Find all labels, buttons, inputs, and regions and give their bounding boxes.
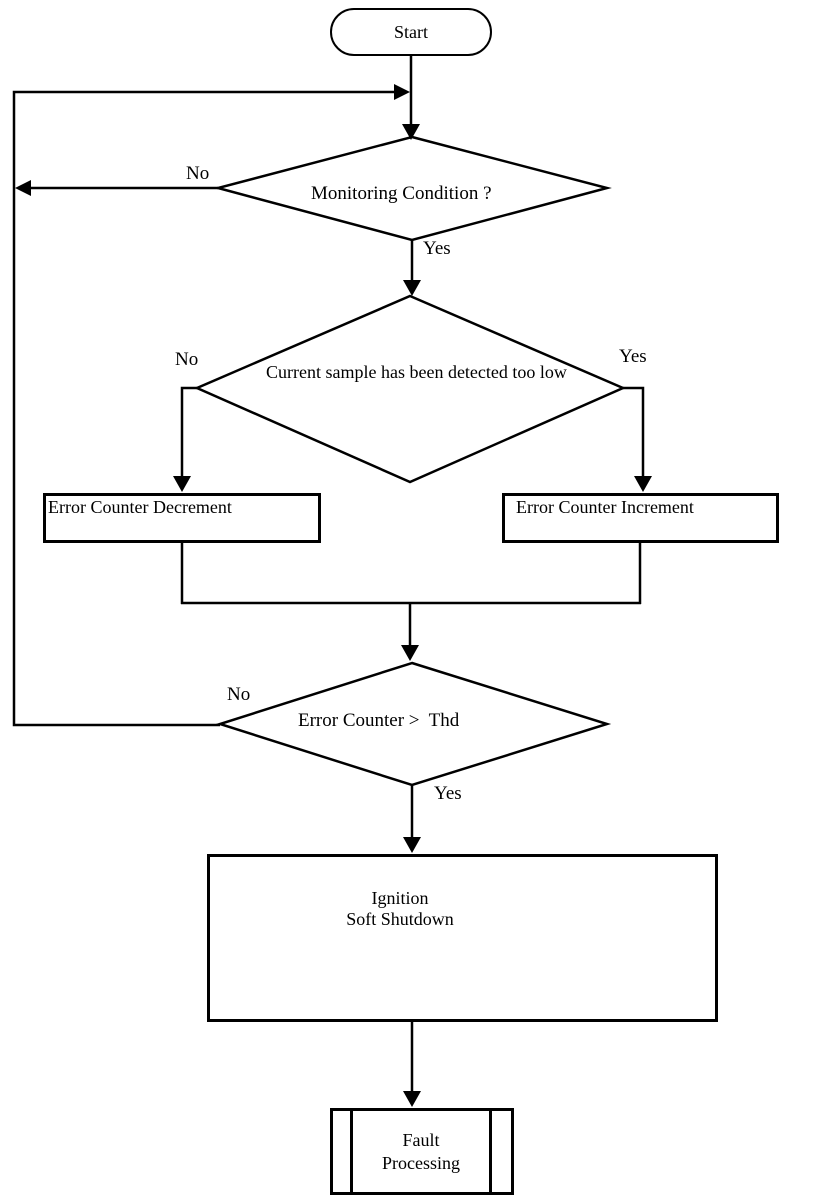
arrowhead-feedback-merge xyxy=(394,84,410,100)
arrowhead-into-decrement xyxy=(173,476,191,492)
edge-feedback-loop xyxy=(12,90,394,727)
branch-label-sample-no: No xyxy=(175,349,199,370)
arrowhead-into-increment xyxy=(634,476,652,492)
fault-line1: Fault xyxy=(402,1129,440,1150)
decision-monitoring-label: Monitoring Condition ? xyxy=(311,183,492,204)
fault-box-right-bar xyxy=(489,1111,492,1192)
node-fault-processing: Fault Processing xyxy=(330,1108,514,1195)
branch-label-threshold-yes: Yes xyxy=(434,783,462,804)
branch-label-sample-yes: Yes xyxy=(619,346,647,367)
arrowhead-into-shutdown xyxy=(403,837,421,853)
ignition-line2: Soft Shutdown xyxy=(346,909,454,929)
decision-sample-shape xyxy=(193,294,627,484)
decision-threshold-shape xyxy=(215,661,612,787)
decision-sample-label: Current sample has been detected too low xyxy=(266,362,567,382)
node-error-counter-decrement: Error Counter Decrement xyxy=(43,493,321,543)
branch-label-monitoring-no: No xyxy=(186,163,210,184)
arrowhead-into-fault xyxy=(403,1091,421,1107)
node-fault-processing-label: Fault Processing xyxy=(353,1111,489,1192)
node-error-counter-decrement-label: Error Counter Decrement xyxy=(48,497,232,517)
arrowhead-monitoring-no xyxy=(15,180,31,196)
node-error-counter-increment: Error Counter Increment xyxy=(502,493,779,543)
decision-monitoring-shape xyxy=(213,135,612,242)
node-error-counter-increment-label: Error Counter Increment xyxy=(516,497,694,517)
ignition-line1: Ignition xyxy=(371,888,429,908)
node-start: Start xyxy=(330,8,492,56)
arrowhead-into-sample xyxy=(403,280,421,296)
decision-threshold-label: Error Counter > Thd xyxy=(298,710,460,731)
arrowhead-into-monitoring xyxy=(402,124,420,140)
fault-box-left-bar xyxy=(350,1111,353,1192)
node-start-label: Start xyxy=(394,22,428,42)
branch-label-monitoring-yes: Yes xyxy=(423,238,451,259)
node-ignition-soft-shutdown: Ignition Soft Shutdown xyxy=(207,854,718,1022)
node-ignition-soft-shutdown-label: Ignition Soft Shutdown xyxy=(210,888,590,930)
edge-sample-no xyxy=(180,386,200,479)
edge-sample-yes xyxy=(621,386,645,479)
fault-line2: Processing xyxy=(382,1152,460,1173)
branch-label-threshold-no: No xyxy=(227,684,251,705)
arrowhead-into-threshold xyxy=(401,645,419,661)
